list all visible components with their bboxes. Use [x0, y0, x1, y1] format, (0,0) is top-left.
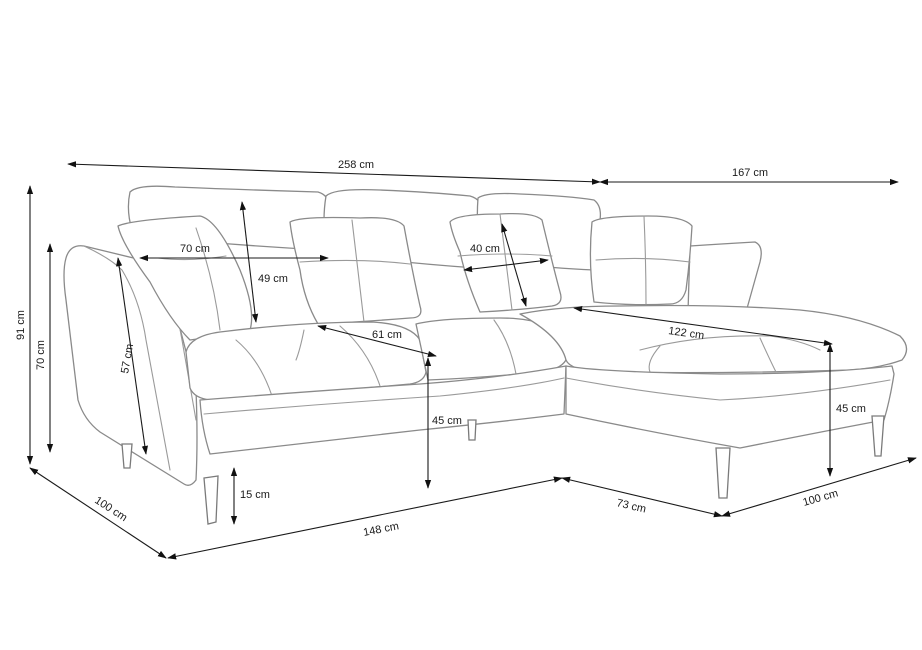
label-70-cushion: 70 cm — [180, 243, 210, 255]
dim-line-100-right — [721, 457, 917, 517]
label-15: 15 cm — [240, 489, 270, 501]
pillow-right — [589, 215, 693, 306]
label-49: 49 cm — [258, 273, 288, 285]
dim-line-57 — [116, 257, 148, 455]
leg-chaise-front — [715, 447, 731, 499]
label-73: 73 cm — [615, 497, 647, 515]
dim-line-40-diag — [501, 223, 527, 307]
sofa-front-base — [199, 365, 567, 455]
chaise-front-base — [565, 365, 895, 449]
label-100-left: 100 cm — [92, 494, 129, 524]
dim-line-73 — [561, 476, 723, 518]
dim-line-122 — [573, 305, 833, 347]
label-122: 122 cm — [668, 325, 705, 342]
dim-line-49 — [239, 201, 259, 323]
pillow-center-left — [289, 216, 422, 325]
label-40: 40 cm — [470, 243, 500, 255]
leg-front-left — [203, 475, 219, 525]
label-91: 91 cm — [15, 310, 27, 340]
dim-line-148 — [167, 476, 563, 560]
sofa-drawing — [63, 185, 908, 525]
label-61: 61 cm — [372, 329, 402, 341]
label-57: 57 cm — [119, 343, 136, 375]
label-148: 148 cm — [362, 520, 400, 539]
dim-line-61 — [317, 324, 437, 358]
dim-line-100-left — [29, 467, 167, 559]
chaise-cushion — [519, 304, 908, 374]
leg-chaise-right — [871, 415, 885, 457]
label-45-chaise: 45 cm — [836, 403, 866, 415]
pillow-center-right — [449, 212, 562, 313]
label-70-vertical: 70 cm — [35, 340, 47, 370]
leg-back-left — [121, 443, 133, 469]
dimension-lines — [26, 161, 917, 560]
label-167: 167 cm — [732, 167, 768, 179]
chaise-back-panel — [687, 241, 762, 313]
dim-line-258 — [67, 161, 601, 185]
label-258: 258 cm — [338, 159, 374, 171]
leg-middle — [467, 419, 477, 441]
label-45-seat: 45 cm — [432, 415, 462, 427]
